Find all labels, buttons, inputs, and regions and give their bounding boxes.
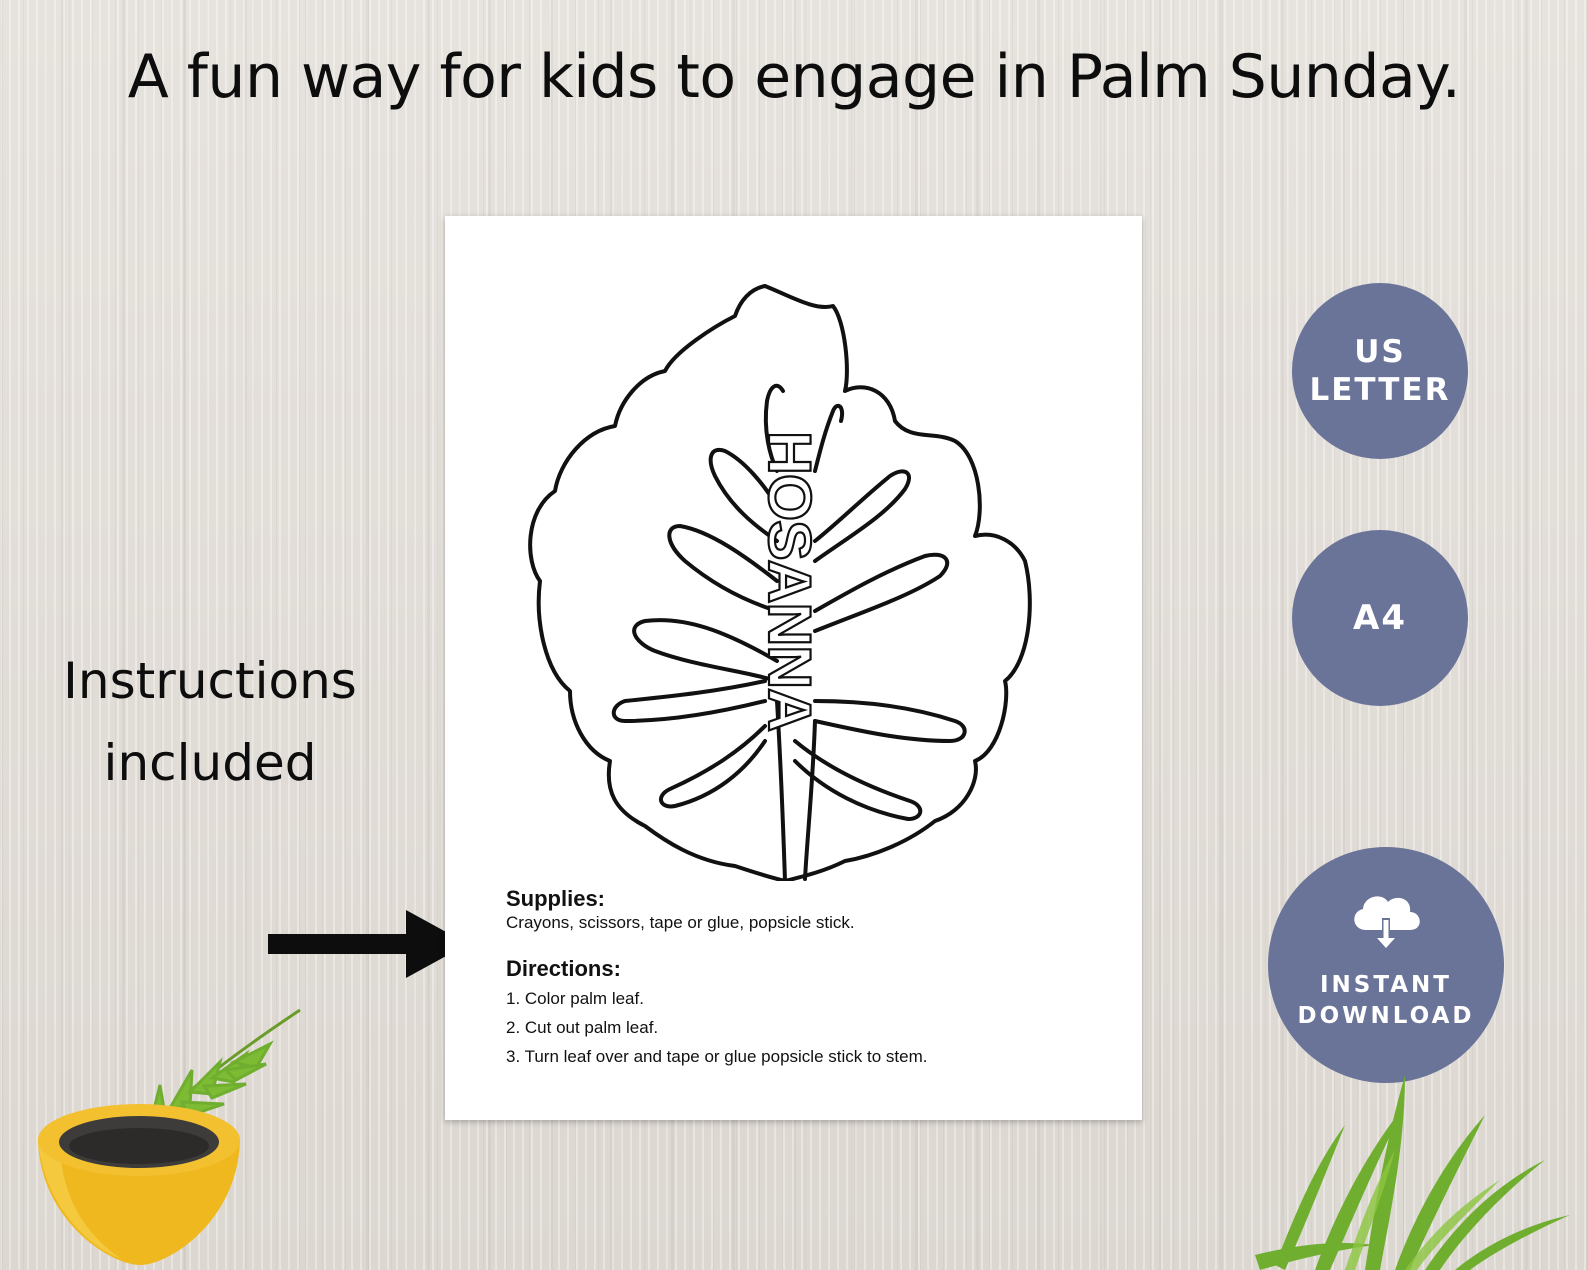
instant-download-badge: INSTANT DOWNLOAD: [1268, 847, 1504, 1083]
us-letter-badge-line1: US: [1354, 334, 1406, 370]
headline: A fun way for kids to engage in Palm Sun…: [127, 42, 1461, 112]
us-letter-badge: US LETTER: [1292, 283, 1468, 459]
arrow-right-icon: [268, 910, 468, 978]
palm-frond-decoration: [1255, 1075, 1570, 1270]
printable-sheet: HOSANNA Supplies: Crayons, scissors, tap…: [445, 216, 1142, 1120]
instructions-block: Supplies: Crayons, scissors, tape or glu…: [506, 886, 1116, 1071]
a4-badge: A4: [1292, 530, 1468, 706]
download-badge-line1: INSTANT: [1319, 972, 1452, 998]
direction-step: 3. Turn leaf over and tape or glue popsi…: [506, 1047, 928, 1066]
download-badge-line2: DOWNLOAD: [1297, 1003, 1475, 1029]
direction-step: 2. Cut out palm leaf.: [506, 1018, 659, 1037]
cloud-download-icon: [1354, 896, 1420, 950]
palm-leaf-illustration: HOSANNA: [515, 281, 1075, 885]
instructions-note-line2: included: [103, 734, 317, 792]
a4-badge-label: A4: [1353, 598, 1407, 638]
instructions-note-line1: Instructions: [63, 652, 357, 710]
direction-step: 1. Color palm leaf.: [506, 989, 644, 1008]
us-letter-badge-line2: LETTER: [1309, 372, 1451, 408]
supplies-heading: Supplies:: [506, 886, 606, 911]
bowl-with-palm-decoration: [38, 1008, 301, 1265]
directions-heading: Directions:: [506, 956, 621, 981]
leaf-word-hosanna: HOSANNA: [756, 431, 819, 731]
supplies-text: Crayons, scissors, tape or glue, popsicl…: [506, 913, 855, 932]
directions-list: 1. Color palm leaf. 2. Cut out palm leaf…: [506, 984, 1116, 1071]
instructions-note: Instructions included: [30, 640, 390, 804]
